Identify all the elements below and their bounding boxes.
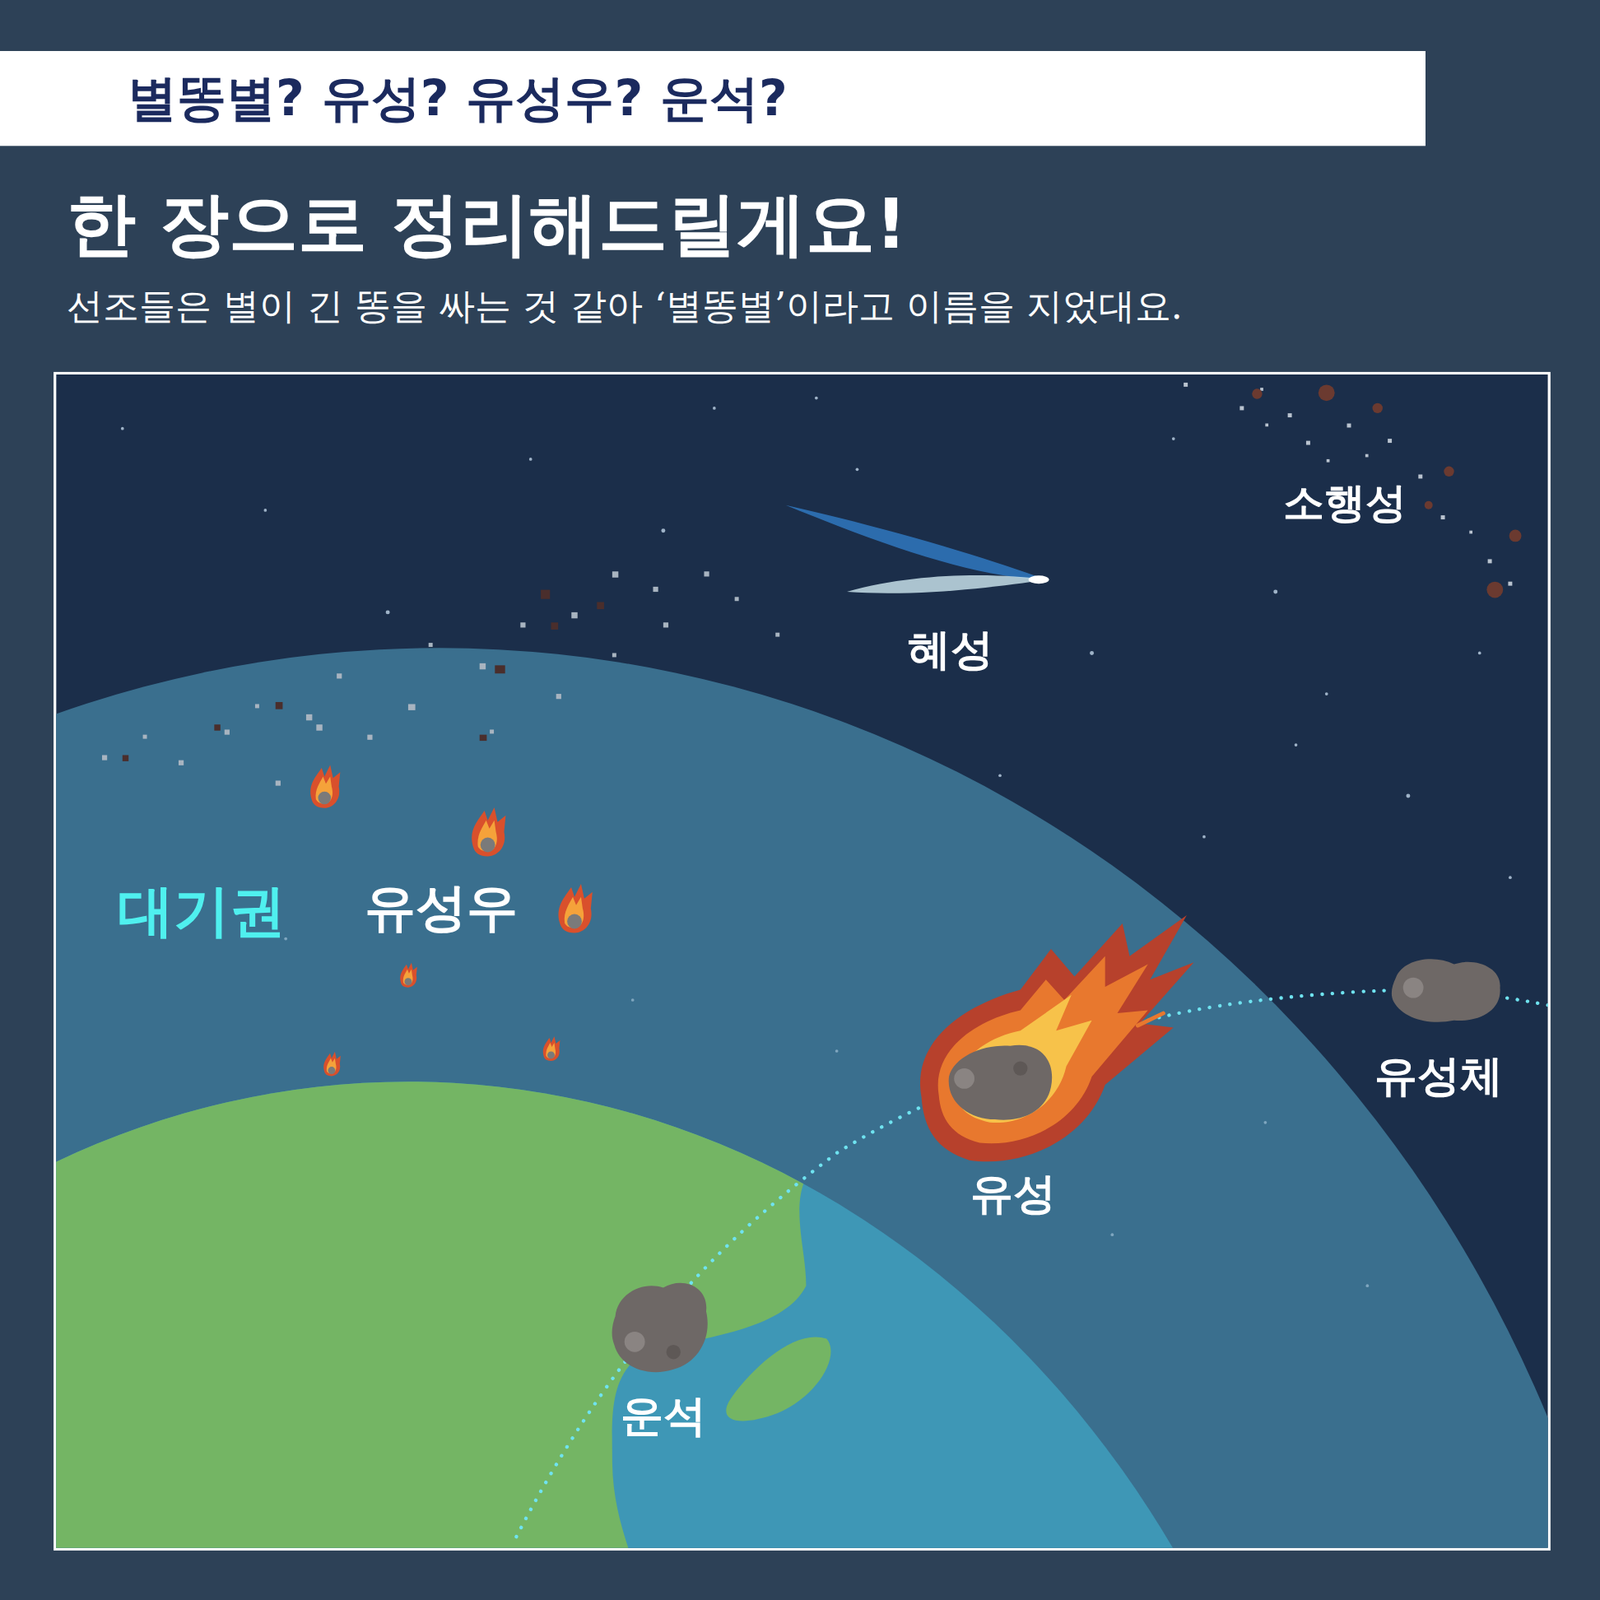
meteoroid-label: 유성체: [1374, 1047, 1503, 1106]
comet-label: 혜성: [907, 621, 994, 680]
atmosphere-label: 대기권: [117, 874, 286, 949]
meteor-label: 유성: [970, 1165, 1056, 1224]
page-title: 별똥별? 유성? 유성우? 운석?: [127, 65, 788, 133]
meteor-shower-label: 유성우: [364, 873, 518, 943]
page-caption: 선조들은 별이 긴 똥을 싸는 것 같아 ‘별똥별’이라고 이름을 지었대요.: [66, 282, 1183, 331]
asteroid-label: 소행성: [1283, 475, 1407, 531]
meteorite-label: 운석: [620, 1387, 707, 1446]
subtitle: 한 장으로 정리해드릴게요!: [66, 177, 907, 272]
